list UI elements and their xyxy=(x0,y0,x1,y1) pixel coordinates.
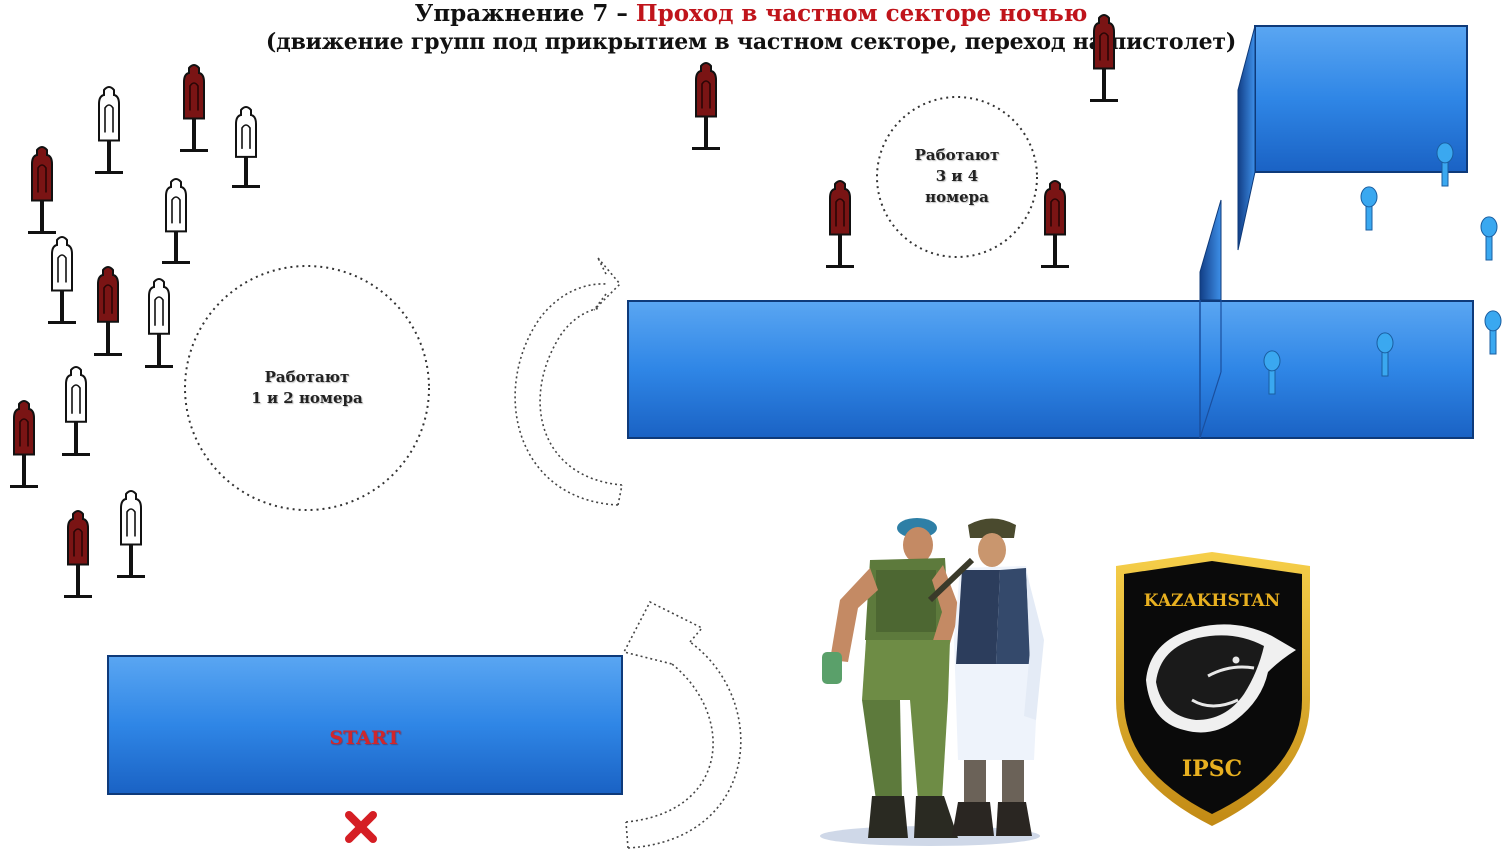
zone-3-4-line1: Работают xyxy=(914,146,1000,164)
zone-1-2-label: Работают 1 и 2 номера xyxy=(207,367,407,409)
no-shoot-target-icon xyxy=(28,146,56,234)
no-shoot-target-icon xyxy=(64,510,92,598)
no-shoot-target-icon xyxy=(692,62,720,150)
targets-group xyxy=(10,14,1502,598)
zone-3-4-line3: номера xyxy=(925,188,989,206)
zone-circle-3-4 xyxy=(876,96,1038,258)
exercise-title: Упражнение 7 – Проход в частном секторе … xyxy=(0,0,1502,27)
main-barrier xyxy=(627,300,1474,439)
paper-target-icon xyxy=(48,236,76,324)
steel-target-icon xyxy=(1484,310,1502,355)
exercise-subtitle: (движение групп под прикрытием в частном… xyxy=(265,29,1237,55)
exercise-title-highlight: Проход в частном секторе ночью xyxy=(635,0,1088,27)
paper-target-icon xyxy=(62,366,90,456)
zone-1-2-line1: Работают xyxy=(264,368,350,386)
steel-target-icon xyxy=(1480,216,1498,261)
no-shoot-target-icon xyxy=(1090,14,1118,102)
start-position-x-icon xyxy=(345,811,377,843)
zone-3-4-label: Работают 3 и 4 номера xyxy=(897,145,1017,208)
steel-target-icon xyxy=(1436,142,1454,187)
zone-circle-1-2 xyxy=(184,265,430,511)
house-wall xyxy=(1254,25,1468,173)
no-shoot-target-icon xyxy=(180,64,208,152)
start-barrier xyxy=(107,655,623,795)
move-arrow-upper xyxy=(514,257,623,506)
steel-target-icon xyxy=(1376,332,1394,377)
no-shoot-target-icon xyxy=(1041,180,1069,268)
divider-panel xyxy=(1199,199,1222,301)
no-shoot-target-icon xyxy=(826,180,854,268)
house-side-panel xyxy=(1237,25,1256,251)
zone-3-4-line2: 3 и 4 xyxy=(935,167,979,185)
start-label: START xyxy=(329,727,401,749)
steel-target-icon xyxy=(1360,186,1378,231)
paper-target-icon xyxy=(145,278,173,368)
soldier-left xyxy=(822,518,960,838)
paper-target-icon xyxy=(117,490,145,578)
steel-target-icon xyxy=(1263,350,1281,395)
paper-target-icon xyxy=(232,106,260,188)
paper-target-icon xyxy=(162,178,190,264)
ipsc-kazakhstan-emblem xyxy=(1116,552,1310,826)
soldiers-illustration xyxy=(820,518,1044,846)
no-shoot-target-icon xyxy=(94,266,122,356)
soldier-right xyxy=(927,518,1044,836)
paper-target-icon xyxy=(95,86,123,174)
no-shoot-target-icon xyxy=(10,400,38,488)
move-arrow-lower xyxy=(622,600,742,849)
panther-head-icon xyxy=(1146,624,1296,733)
divider-diagonal xyxy=(1199,371,1222,439)
zone-1-2-line2: 1 и 2 номера xyxy=(251,389,363,407)
exercise-title-prefix: Упражнение 7 – xyxy=(414,0,636,27)
